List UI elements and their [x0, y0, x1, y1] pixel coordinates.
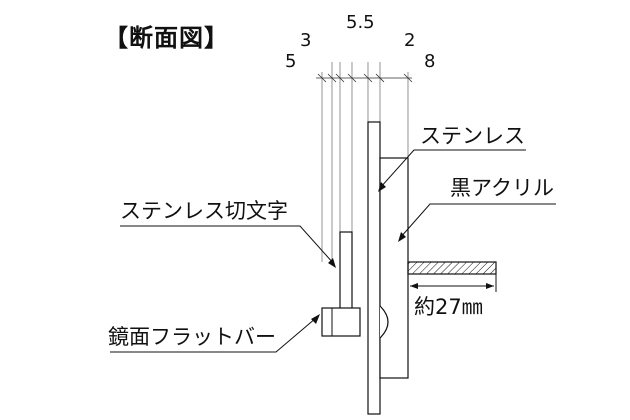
dimension-2: 2	[404, 30, 416, 51]
leader-stainless	[378, 149, 526, 192]
depth-dimension-line	[407, 274, 497, 292]
mirror-flat-bar-shape	[321, 307, 361, 337]
label-stainless-cut-letters: ステンレス切文字	[120, 199, 288, 223]
leader-stainless-cut-letters	[120, 225, 336, 268]
stainless-plate	[367, 121, 381, 415]
dimension-5: 5	[285, 51, 297, 72]
label-mirror-flat-bar: 鏡面フラットバー	[108, 325, 276, 349]
dimension-ticks	[316, 73, 413, 83]
leader-black-acrylic	[398, 203, 556, 242]
dimension-extension-lines	[321, 62, 409, 262]
label-black-acrylic: 黒アクリル	[450, 176, 554, 200]
fastener-bump	[379, 305, 389, 339]
label-depth: 約27㎜	[414, 295, 483, 319]
dimension-8: 8	[424, 51, 436, 72]
dimension-3: 3	[300, 30, 312, 51]
dimension-5-5: 5.5	[346, 12, 375, 33]
black-acrylic-block	[379, 157, 409, 379]
section-title: 【断面図】	[104, 24, 229, 52]
hatched-standoff	[407, 261, 497, 275]
stainless-cut-letter-shape	[339, 231, 353, 313]
leader-mirror-flat-bar	[110, 314, 320, 353]
label-stainless: ステンレス	[420, 124, 525, 148]
